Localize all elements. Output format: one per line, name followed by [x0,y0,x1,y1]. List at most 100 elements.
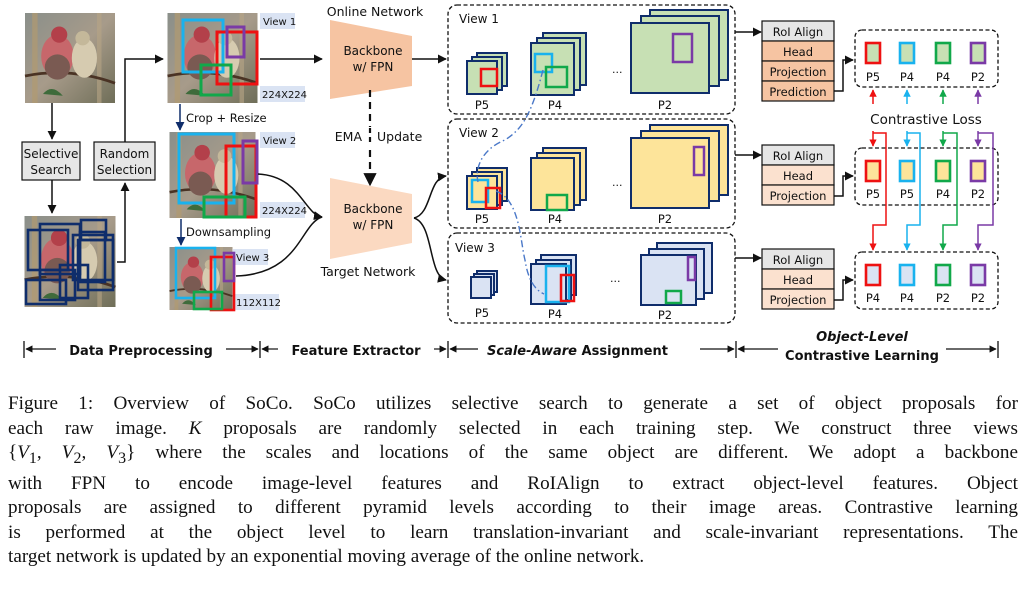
out1-level-1: P5 [866,70,880,84]
head3-projection: Projection [770,293,827,307]
view3-label: View 3 [236,253,269,264]
caption-line-3: {V1, V2, V3} where the scales and locati… [8,441,1018,471]
random-selection-label-1: Random [100,147,150,161]
out3-level-3: P2 [936,291,950,305]
target-backbone-label-2: w/ FPN [353,218,394,232]
proposals-image [23,216,117,307]
view1-box-red [215,30,259,86]
head2-projection: Projection [770,189,827,203]
assign-view3-p4: P4 [548,307,562,321]
caption-v3: V [106,442,119,464]
target-backbone: Backbone w/ FPN [330,178,412,259]
contrastive-learning-stage: RoI Align Head Projection Prediction RoI… [735,20,999,310]
head-stack-target-view3: RoI Align Head Projection [761,248,835,310]
out1-level-4: P2 [971,70,985,84]
caption-sub2: 2 [73,450,82,468]
arrow-target-to-view2 [413,172,447,219]
out1-level-2: P4 [900,70,914,84]
arrow-to-random-selection [117,182,130,263]
online-network-label: Online Network [327,4,424,19]
caption-line-7: target network is updated by an exponent… [8,546,645,568]
figure-caption: Figure 1: Overview of SoCo. SoCo utilize… [8,392,1020,570]
head3-head: Head [783,273,813,287]
data-preprocessing-stage: Selective Search Random Selection [21,13,323,312]
random-selection-box: Random Selection [93,141,156,181]
update-label: Update [377,129,423,144]
assign-view3-p2: P2 [658,308,672,322]
view1-box-blue [181,18,225,74]
caption-v1: V [17,442,29,464]
online-backbone: Backbone w/ FPN [330,20,412,99]
arrow-view3-to-target [235,216,323,277]
out3-level-1: P4 [866,291,880,305]
correspondence-curve-red [495,190,545,295]
contrastive-loss-label: Contrastive Loss [870,112,982,128]
head-stack-online: RoI Align Head Projection Prediction [761,20,835,102]
caption-comma2: , [81,442,107,464]
output-panel-online: P5 P4 P4 P2 [854,29,999,88]
caption-line-2b: proposals are randomly selected in each … [201,417,1019,439]
head2-head: Head [783,169,813,183]
selective-search-box: Selective Search [21,141,81,181]
ema-label: EMA [335,129,363,144]
downsampling-label: Downsampling [186,225,271,239]
assign-view1-p4: P4 [548,98,562,112]
view1-box-purple [225,25,246,59]
random-selection-label-2: Selection [97,163,152,177]
stage-assignment: Assignment [577,344,668,359]
assign-view2-label: View 2 [459,126,499,140]
raw-image [23,13,117,103]
stage-bar: Data Preprocessing Feature Extractor Sca… [23,330,999,364]
assign-view1-p5: P5 [475,98,489,112]
out1-level-3: P4 [936,70,950,84]
arrow-view2-to-target [257,173,323,221]
out3-level-4: P2 [971,291,985,305]
view3-image: View 3 112X112 [168,246,281,312]
view2-size: 224X224 [262,206,307,217]
assign-view1-panel: View 1 ... P5 P4 P2 [447,4,736,115]
selective-search-label-2: Search [30,163,71,177]
stage-scale-aware-assignment: Scale-Aware Assignment [487,344,668,359]
online-backbone-label-1: Backbone [343,44,402,58]
stage-object-level: Object-Level [816,330,908,345]
view2-label: View 2 [263,136,296,147]
caption-line-2: each raw image. K proposals are randomly… [8,417,1018,442]
assign-view3-label: View 3 [455,241,495,255]
online-backbone-label-2: w/ FPN [353,60,394,74]
out3-level-2: P4 [900,291,914,305]
out2-level-4: P2 [971,187,985,201]
caption-line-3b: } where the scales and locations of the … [126,442,1019,464]
assign-view1-p2: P2 [658,98,672,112]
head1-head: Head [783,45,813,59]
view1-image: View 1 224X224 [166,13,307,103]
view1-label: View 1 [263,17,296,28]
assign-view2-p5: P5 [475,212,489,226]
feature-extractor-stage: Online Network Backbone w/ FPN EMA Updat… [320,4,447,283]
assign-view2-p2: P2 [658,212,672,226]
arrow-to-view1 [124,54,164,142]
caption-comma1: , [36,442,62,464]
stage-feature-extractor: Feature Extractor [291,344,421,359]
head-stack-target-view2: RoI Align Head Projection [761,144,835,206]
out2-level-3: P4 [936,187,950,201]
scale-aware-assignment-stage: View 1 ... P5 P4 P2 View 2 [447,4,736,324]
assign-view3-panel: View 3 ... P5 P4 P2 [447,232,736,324]
out2-level-1: P5 [866,187,880,201]
assign-view3-p5: P5 [475,306,489,320]
soco-overview-figure: Selective Search Random Selection [21,4,999,364]
target-network-label: Target Network [320,264,417,279]
arrow-target-to-view3 [413,217,447,283]
caption-brace-open: { [8,442,18,464]
head1-prediction: Prediction [769,85,826,99]
view1-size: 224X224 [262,90,307,101]
assign-view1-label: View 1 [459,12,499,26]
correspondence-curve-blue [476,69,544,183]
target-backbone-label-1: Backbone [343,202,402,216]
caption-line-4: with FPN to encode image-level features … [8,472,1018,494]
caption-line-5: proposals are assigned to different pyra… [8,497,1018,519]
caption-line-6: is performed at the object level to lear… [8,521,1018,543]
assign-view1-ellipsis: ... [612,63,623,76]
selective-search-label-1: Selective [24,147,79,161]
view2-image: View 2 224X224 [168,132,307,219]
head3-roi-align: RoI Align [773,253,823,267]
